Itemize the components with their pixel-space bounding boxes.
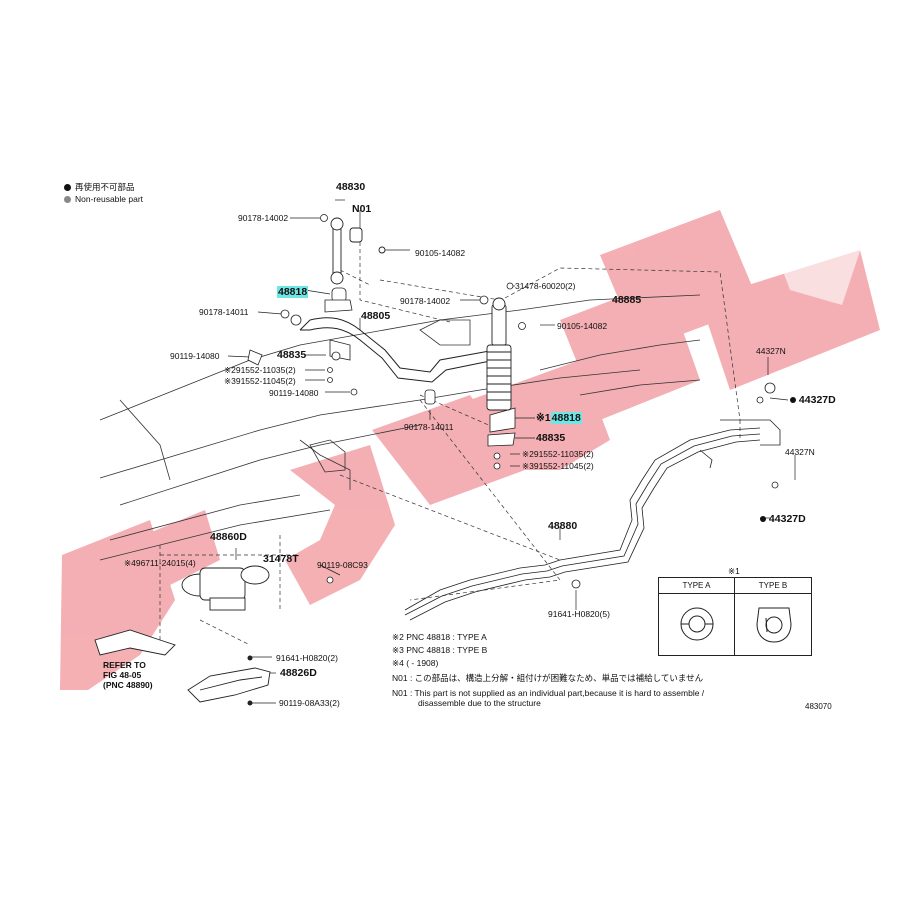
nonreusable-dot-icon xyxy=(760,516,766,523)
label-91641-h0820-2[interactable]: 91641-H0820(2) xyxy=(276,653,338,663)
note-type-b: ※3 PNC 48818 : TYPE B xyxy=(392,645,488,655)
legend-nonreusable-en: Non-reusable part xyxy=(64,194,143,204)
label-48818-left-text: 48818 xyxy=(277,286,309,298)
label-48880[interactable]: 48880 xyxy=(548,520,578,532)
legend-jp-text: 再使用不可部品 xyxy=(75,182,135,192)
label-90178-14002-mid[interactable]: 90178-14002 xyxy=(400,296,451,306)
bushing-type-a-icon xyxy=(680,607,714,641)
label-48818-right[interactable]: ※148818 xyxy=(536,412,582,424)
legend-en-text: Non-reusable part xyxy=(75,194,144,204)
label-291552-right[interactable]: ※291552-11035(2) xyxy=(522,449,594,459)
note-n01-jp: N01 : この部品は、構造上分解・組付けが困難なため、単品では補給していません xyxy=(392,673,704,683)
gray-dot-icon xyxy=(64,195,71,203)
label-n01: N01 xyxy=(352,203,372,215)
label-31478-60020[interactable]: 31478-60020(2) xyxy=(515,281,576,291)
label-48826d[interactable]: 48826D xyxy=(280,667,317,679)
filled-dot-icon xyxy=(64,183,71,191)
inset-mark: ※1 xyxy=(728,566,740,576)
refer-to-line3[interactable]: (PNC 48890) xyxy=(103,680,153,690)
skid-cover xyxy=(187,667,271,703)
figure-number: 483070 xyxy=(805,702,832,711)
note-n01-en-line2: disassemble due to the structure xyxy=(418,698,541,708)
label-90178-14011-left[interactable]: 90178-14011 xyxy=(199,307,249,317)
note-date-range: ※4 ( - 1908) xyxy=(392,658,439,668)
label-48835-left[interactable]: 48835 xyxy=(277,349,307,361)
nonreusable-dot-icon xyxy=(790,397,796,404)
small-bolts xyxy=(247,655,253,706)
note-type-a: ※2 PNC 48818 : TYPE A xyxy=(392,632,487,642)
hydraulic-lines xyxy=(404,419,781,621)
label-44327d-bottom-text: 44327D xyxy=(768,513,806,525)
inset-divider xyxy=(734,578,735,655)
label-44327d-top[interactable]: 44327D xyxy=(790,395,836,406)
inset-header-type-b: TYPE B xyxy=(735,578,811,594)
label-44327d-top-text: 44327D xyxy=(798,394,836,406)
label-48818-left[interactable]: 48818 xyxy=(277,286,309,298)
label-90119-08c93[interactable]: 90119-08C93 xyxy=(317,560,368,570)
bushing-type-b-icon xyxy=(756,607,792,643)
label-90105-14082-right[interactable]: 90105-14082 xyxy=(557,321,608,331)
small-parts xyxy=(247,214,779,589)
shock-absorber xyxy=(486,297,512,411)
label-90119-14080-left[interactable]: 90119-14080 xyxy=(170,351,220,361)
label-48830[interactable]: 48830 xyxy=(336,181,366,193)
label-48835-right[interactable]: 48835 xyxy=(536,432,566,444)
valve-assembly xyxy=(94,565,270,656)
label-48818-right-text: 48818 xyxy=(550,412,582,424)
label-48860d[interactable]: 48860D xyxy=(210,531,247,543)
chassis-frame xyxy=(99,294,701,561)
note-n01-en-line1: N01 : This part is not supplied as an in… xyxy=(392,688,705,698)
label-90119-14080-mid[interactable]: 90119-14080 xyxy=(269,388,319,398)
label-391552-left[interactable]: ※391552-11045(2) xyxy=(224,376,296,386)
label-91641-h0820-5[interactable]: 91641-H0820(5) xyxy=(548,609,610,619)
label-90178-14011-right[interactable]: 90178-14011 xyxy=(404,422,454,432)
inset-header-type-a: TYPE A xyxy=(659,578,735,594)
legend-nonreusable-jp: 再使用不可部品 xyxy=(64,181,135,193)
type-inset-panel: TYPE A TYPE B xyxy=(658,577,812,656)
label-90105-14082-top[interactable]: 90105-14082 xyxy=(415,248,466,258)
brand-watermark-logo xyxy=(60,210,880,690)
label-96711-24015[interactable]: ※496711-24015(4) xyxy=(124,558,196,568)
stabilizer-link xyxy=(330,217,386,285)
label-90119-08a33[interactable]: 90119-08A33(2) xyxy=(279,698,340,708)
inset-bushing-drawings xyxy=(680,607,792,643)
label-44327n-bottom[interactable]: 44327N xyxy=(785,447,815,457)
label-90178-14002-top[interactable]: 90178-14002 xyxy=(238,213,289,223)
refer-to-line1[interactable]: REFER TO xyxy=(103,660,146,670)
label-391552-right[interactable]: ※391552-11045(2) xyxy=(522,461,594,471)
label-31478t[interactable]: 31478T xyxy=(263,553,299,565)
label-48818-right-mark: ※1 xyxy=(536,412,551,424)
refer-to-line2[interactable]: FIG 48-05 xyxy=(103,670,142,680)
label-48885[interactable]: 48885 xyxy=(612,294,642,306)
label-291552-left[interactable]: ※291552-11035(2) xyxy=(224,365,296,375)
label-48805[interactable]: 48805 xyxy=(361,310,391,322)
label-44327d-bottom[interactable]: 44327D xyxy=(760,514,806,525)
label-44327n-top[interactable]: 44327N xyxy=(756,346,786,356)
stabilizer-bar xyxy=(299,317,496,383)
